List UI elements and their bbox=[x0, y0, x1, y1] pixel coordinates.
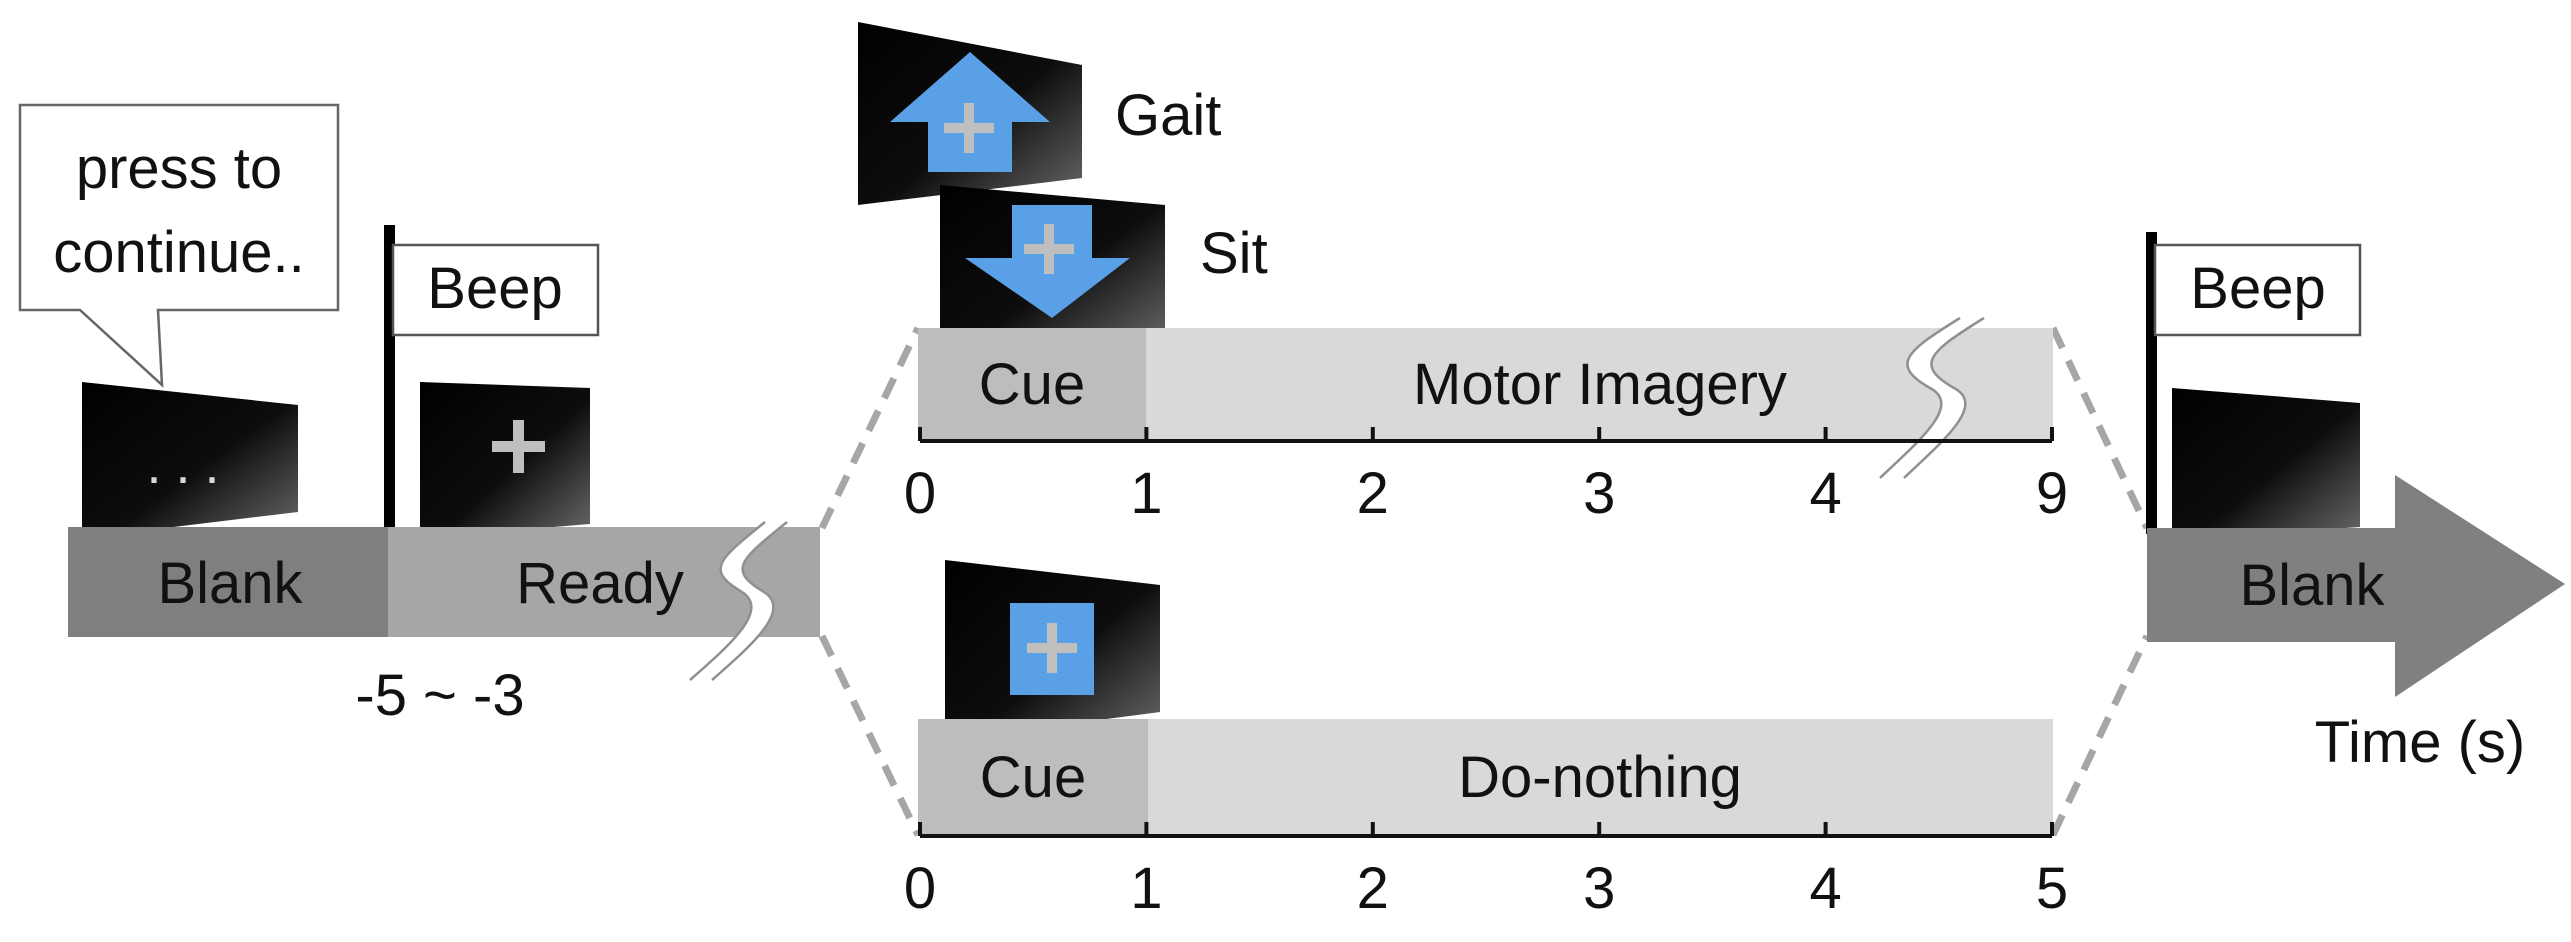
post-beep-flag-pole bbox=[2146, 232, 2157, 534]
motor-imagery-branch: Gait Sit Cue Motor Imagery 0 1 2 3 4 9 bbox=[858, 22, 2068, 526]
ready-screen bbox=[420, 382, 590, 538]
dn-task-bar-label: Do-nothing bbox=[1458, 745, 1742, 810]
ready-axis-break bbox=[689, 521, 788, 681]
mi-tick-label: 1 bbox=[1130, 461, 1162, 526]
dn-tick-label: 2 bbox=[1357, 856, 1389, 921]
pre-trial-section: press to continue.. ... Beep Blank Ready bbox=[18, 103, 820, 728]
ready-duration-label: -5 ~ -3 bbox=[355, 663, 524, 728]
dn-tick-label: 0 bbox=[904, 856, 936, 921]
beep-flag-label: Beep bbox=[427, 256, 562, 321]
sit-cue-label: Sit bbox=[1200, 221, 1268, 286]
mi-cue-bar-label: Cue bbox=[979, 352, 1085, 417]
mi-task-bar-label: Motor Imagery bbox=[1413, 352, 1787, 417]
ready-bar-label: Ready bbox=[516, 551, 684, 616]
dn-time-axis: 0 1 2 3 4 5 bbox=[904, 822, 2068, 921]
dn-cue-bar-label: Cue bbox=[980, 745, 1086, 810]
post-blank-screen bbox=[2172, 388, 2360, 540]
beep-flag-pole bbox=[384, 225, 395, 531]
screen-dots: ... bbox=[146, 435, 233, 495]
mi-tick-label: 3 bbox=[1583, 461, 1615, 526]
plus-icon bbox=[1027, 623, 1077, 673]
dn-task-bar bbox=[1148, 719, 2053, 836]
dn-tick-label: 5 bbox=[2036, 856, 2068, 921]
time-axis-label: Time (s) bbox=[2315, 710, 2525, 775]
mi-cue-bar bbox=[918, 328, 1146, 440]
rest-cue-screen bbox=[945, 560, 1160, 740]
connector-lines bbox=[818, 326, 2151, 837]
dn-cue-bar bbox=[918, 719, 1148, 836]
post-trial-section: Beep Blank Time (s) bbox=[2146, 232, 2565, 775]
gait-cue-screen bbox=[858, 22, 1082, 205]
mi-axis-break bbox=[1879, 316, 1985, 479]
speech-bubble-line-2: continue.. bbox=[53, 220, 305, 285]
post-beep-flag: Beep bbox=[2146, 232, 2362, 534]
gait-cue-label: Gait bbox=[1115, 83, 1221, 148]
post-beep-flag-label: Beep bbox=[2190, 256, 2325, 321]
speech-bubble: press to continue.. bbox=[18, 103, 340, 388]
blank-bar bbox=[68, 527, 388, 637]
plus-icon bbox=[944, 103, 994, 153]
mi-tick-label: 9 bbox=[2036, 461, 2068, 526]
beep-flag: Beep bbox=[384, 225, 600, 531]
sit-cue-screen bbox=[940, 185, 1165, 350]
speech-bubble-line-1: press to bbox=[76, 136, 282, 201]
mi-tick-label: 4 bbox=[1809, 461, 1841, 526]
mi-task-bar bbox=[1146, 328, 2053, 440]
post-blank-label: Blank bbox=[2239, 553, 2385, 618]
mi-tick-label: 0 bbox=[904, 461, 936, 526]
time-arrow bbox=[2147, 475, 2565, 697]
mi-time-axis: 0 1 2 3 4 9 bbox=[904, 427, 2068, 526]
blank-screen: ... bbox=[82, 382, 298, 538]
do-nothing-branch: Cue Do-nothing 0 1 2 3 4 5 bbox=[904, 560, 2068, 921]
plus-icon bbox=[1024, 224, 1074, 274]
dn-tick-label: 3 bbox=[1583, 856, 1615, 921]
dn-tick-label: 4 bbox=[1809, 856, 1841, 921]
mi-tick-label: 2 bbox=[1357, 461, 1389, 526]
blank-bar-label: Blank bbox=[157, 551, 303, 616]
dn-tick-label: 1 bbox=[1130, 856, 1162, 921]
plus-icon bbox=[492, 420, 545, 473]
